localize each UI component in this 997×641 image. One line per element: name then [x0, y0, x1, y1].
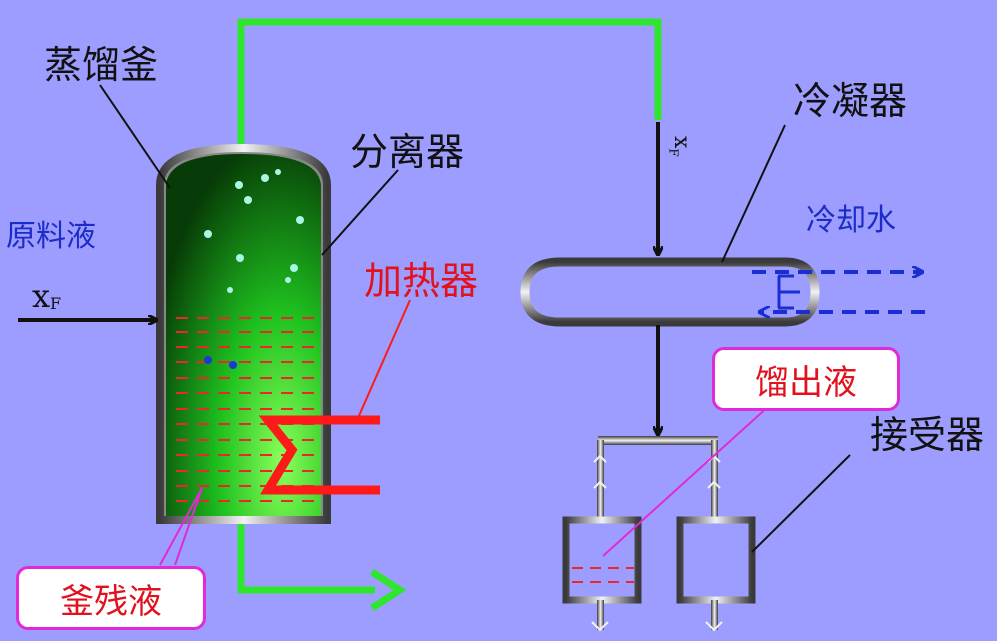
condenser-coil — [777, 274, 800, 310]
vapor-bubbles — [204, 169, 304, 293]
feed-label: 原料液 — [6, 219, 96, 254]
residue-leader-b — [174, 487, 203, 566]
drop-chevrons — [593, 454, 721, 489]
separator-label: 分离器 — [350, 130, 465, 174]
feed-symbol-sub: F — [50, 294, 62, 313]
residue-outlet-pipe — [237, 522, 375, 594]
cooling-water-label: 冷却水 — [806, 203, 896, 238]
vapor-symbol-main: x — [669, 136, 694, 149]
receiver-drop-left — [597, 440, 604, 520]
receiver-right — [676, 516, 756, 632]
feed-composition-symbol: xF — [32, 280, 61, 312]
feed-symbol-main: x — [32, 277, 51, 315]
heater-coil — [258, 415, 380, 495]
liquid-droplets — [204, 356, 237, 369]
liquid-level-dashes — [176, 317, 318, 502]
distillate-callout: 馏出液 — [712, 347, 900, 411]
separator-leader — [321, 169, 399, 256]
receiver-left — [562, 516, 642, 632]
residue-outlet-arrowhead — [370, 569, 407, 611]
heater-label: 加热器 — [364, 259, 479, 303]
distillate-leader — [602, 404, 771, 557]
condenser — [520, 257, 820, 327]
distillate-label: 馏出液 — [755, 362, 857, 403]
residue-leader-a — [159, 487, 203, 566]
condenser-label: 冷凝器 — [793, 79, 908, 123]
still-leader — [99, 84, 171, 189]
receiver-leader — [751, 454, 851, 553]
still-vessel — [156, 143, 331, 524]
receiver-drop-right — [711, 440, 718, 520]
vapor-composition-symbol: xF — [666, 136, 694, 157]
condenser-leader — [721, 124, 786, 263]
residue-callout: 釜残液 — [16, 566, 206, 630]
vapor-pipe — [237, 18, 662, 150]
still-label: 蒸馏釜 — [44, 43, 159, 87]
vapor-symbol-sub: F — [666, 148, 681, 157]
residue-label: 釜残液 — [60, 581, 162, 622]
heater-leader — [357, 299, 411, 419]
receiver-header — [598, 436, 718, 445]
receiver-label: 接受器 — [870, 413, 985, 457]
